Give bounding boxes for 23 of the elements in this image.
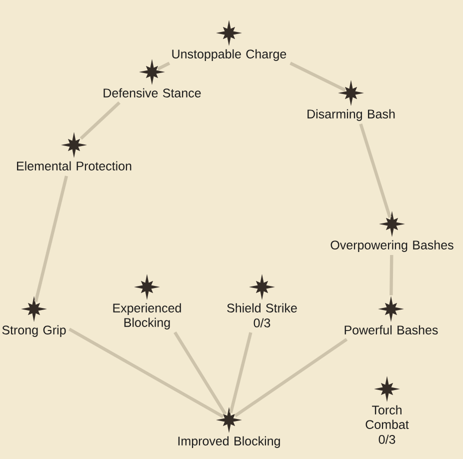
skill-name: Disarming Bash [308,109,395,121]
skill-name: Overpowering Bashes [330,240,454,252]
skill-name: Experienced Blocking [113,303,181,330]
connector-line [68,328,224,418]
connector-line [234,338,348,418]
skill-name: Unstoppable Charge [172,49,286,61]
connector-line [174,331,227,415]
connector-line [34,176,68,302]
skill-name: Strong Grip [2,325,66,337]
connector-line [390,254,394,296]
rank-counter: 0/3 [378,434,396,444]
connector-line [157,62,170,70]
skill-name: Powerful Bashes [344,325,438,334]
rank-counter: 0/3 [254,318,270,328]
connector-line [80,101,120,140]
connector-line [290,62,346,92]
skill-name: Shield Strike [227,303,297,312]
skill-name: Elemental Protection [17,161,132,170]
skill-name: Defensive Stance [104,88,201,98]
skill-name: Improved Blocking [178,436,280,448]
skill-name: Torch Combat [366,405,409,429]
connector-line [359,123,392,218]
connector-line [229,332,252,414]
